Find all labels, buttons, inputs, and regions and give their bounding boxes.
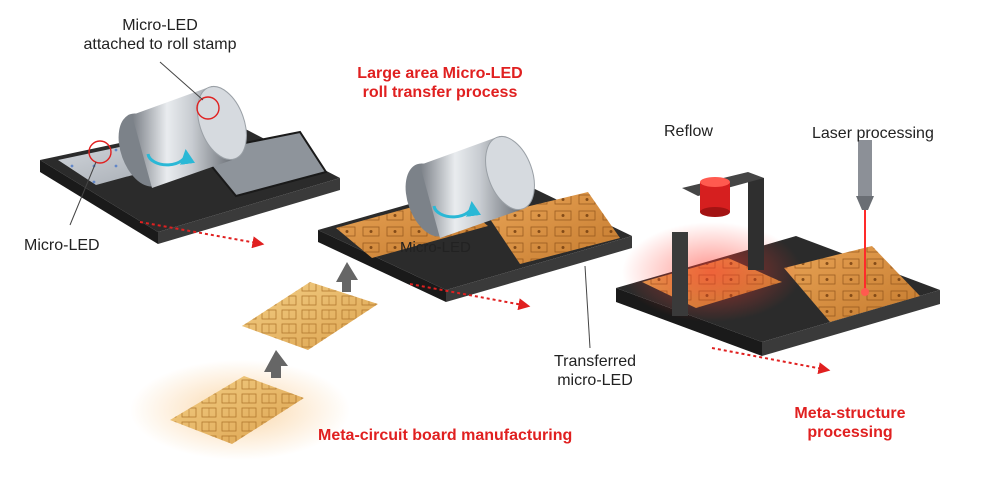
label-transferred-line2: micro-LED (557, 372, 633, 389)
label-transferred-line1: Transferred (553, 353, 637, 370)
label-meta-structure: Meta-structure processing (780, 404, 920, 442)
label-large-area-line1: Large area Micro-LED (357, 65, 523, 82)
label-reflow: Reflow (664, 123, 713, 140)
microled-marker-1 (88, 140, 112, 164)
roll-stamp-1 (118, 86, 247, 188)
label-microled-roll: Micro-LED attached to roll stamp (60, 16, 260, 54)
label-large-area-line2: roll transfer process (362, 84, 518, 101)
roll-stamp-2 (405, 136, 535, 238)
label-laser-processing: Laser processing (812, 125, 934, 142)
label-microled-roll-line2: attached to roll stamp (83, 36, 237, 53)
laser-head (856, 140, 874, 296)
label-meta-circuit: Meta-circuit board manufacturing (318, 427, 573, 444)
circuit-board-upper (242, 282, 378, 350)
label-micro-led: Micro-LED (24, 237, 100, 254)
label-meta-structure-line1: Meta-structure (794, 405, 906, 422)
leader-microled-roll (159, 61, 204, 101)
label-meta-structure-line2: processing (807, 424, 893, 441)
up-arrow-2 (336, 262, 358, 292)
label-microled-roll-line1: Micro-LED (122, 17, 198, 34)
label-transferred: Transferred micro-LED (540, 352, 650, 390)
reflow-glow (622, 222, 802, 322)
leader-microled (69, 161, 97, 226)
label-large-area: Large area Micro-LED roll transfer proce… (330, 64, 550, 102)
flow-arrow-1 (139, 221, 265, 249)
reflow-gantry (672, 172, 764, 316)
flow-arrow-3 (711, 347, 831, 375)
flow-arrow-2 (409, 283, 531, 311)
leader-transferred (584, 265, 591, 349)
circuit-board-lower (170, 376, 304, 444)
up-arrow-1 (264, 350, 288, 378)
label-micro-led-center: Micro-LED (400, 239, 471, 256)
